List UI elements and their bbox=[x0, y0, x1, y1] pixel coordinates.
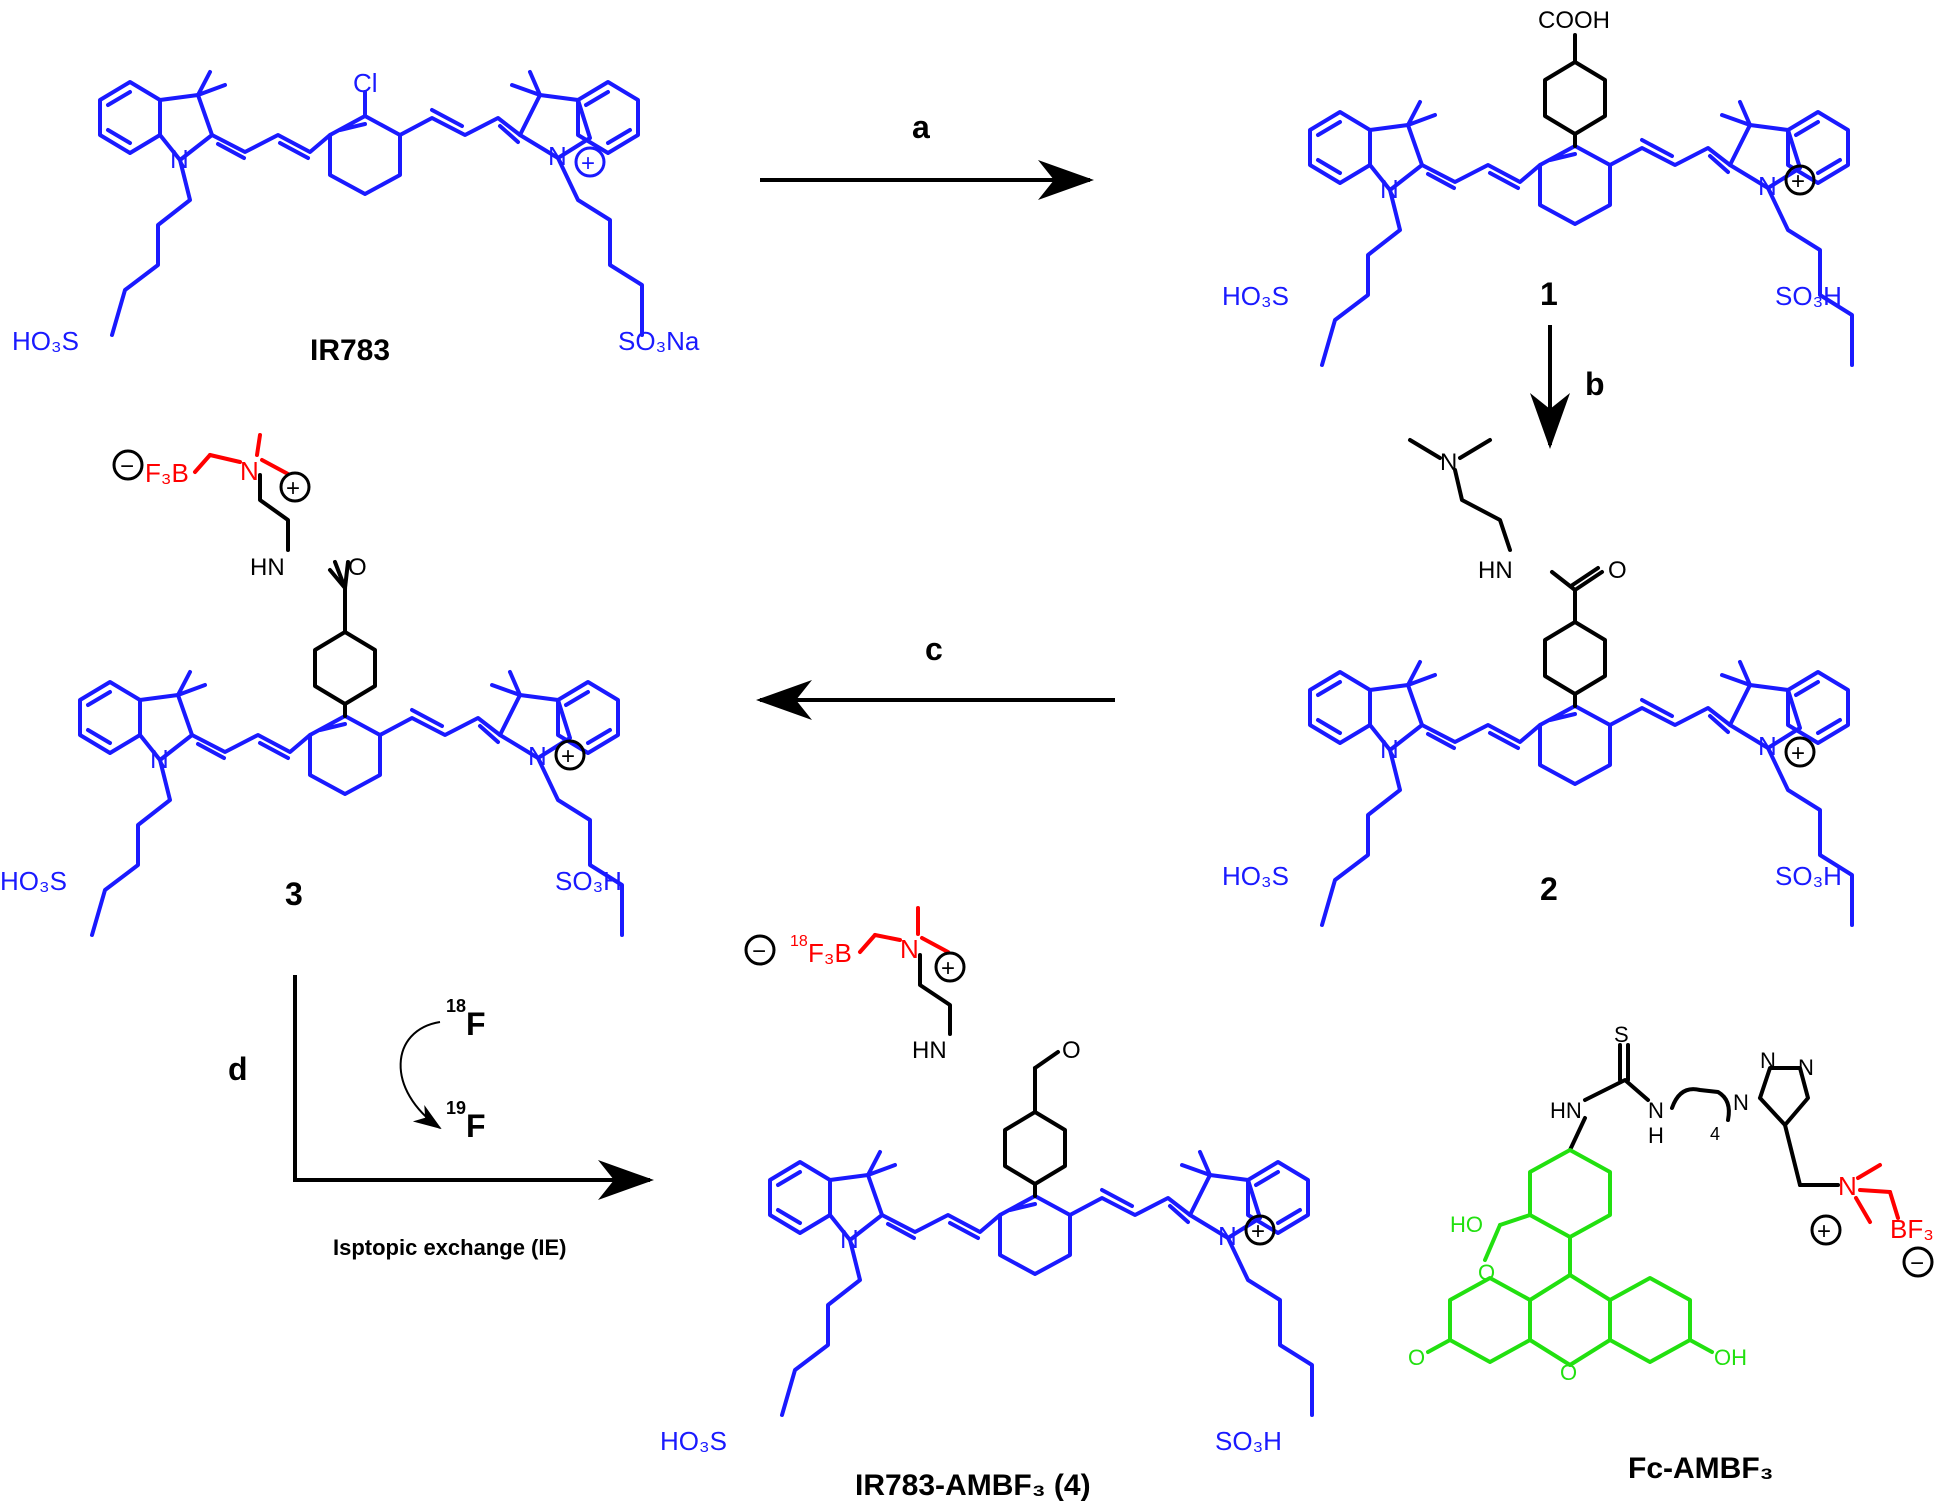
c4-n: N bbox=[900, 934, 919, 964]
svg-text:N: N bbox=[150, 744, 169, 774]
svg-text:18: 18 bbox=[446, 996, 466, 1016]
ir783-n-left: N bbox=[170, 144, 189, 174]
svg-text:SO₃H: SO₃H bbox=[1775, 861, 1842, 891]
svg-text:SO₃H: SO₃H bbox=[1775, 281, 1842, 311]
svg-text:N: N bbox=[1758, 171, 1777, 201]
svg-text:HN: HN bbox=[1550, 1098, 1582, 1123]
svg-text:HO: HO bbox=[1450, 1212, 1483, 1237]
svg-text:18: 18 bbox=[790, 933, 808, 950]
ir783-so3na: SO₃Na bbox=[618, 326, 700, 356]
svg-text:HN: HN bbox=[1478, 557, 1513, 584]
svg-text:HN: HN bbox=[912, 1037, 947, 1064]
svg-text:N: N bbox=[1758, 731, 1777, 761]
svg-text:HO₃S: HO₃S bbox=[0, 866, 67, 896]
c3-minus-charge: − bbox=[112, 449, 144, 481]
compound-2: O HN N N N + HO₃S SO₃H 2 bbox=[1222, 438, 1854, 927]
reaction-arrow-c: c bbox=[756, 631, 1115, 720]
svg-text:+: + bbox=[941, 955, 955, 982]
reaction-arrow-d: d Isptopic exchange (IE) 18 F 19 F bbox=[228, 975, 654, 1260]
c4-plus-charge: + bbox=[1244, 1214, 1276, 1246]
svg-text:OH: OH bbox=[1714, 1345, 1747, 1370]
svg-text:O: O bbox=[1560, 1360, 1577, 1385]
svg-text:HN: HN bbox=[250, 554, 285, 581]
compound-3: O HN N F₃B − + N N + HO₃S SO₃H 3 bbox=[0, 433, 624, 937]
ir783-plus-charge: + bbox=[574, 146, 606, 178]
reaction-arrow-a: a bbox=[760, 109, 1094, 200]
svg-text:4: 4 bbox=[1710, 1124, 1720, 1144]
c4-plus-n: + bbox=[934, 951, 966, 983]
isotope-exchange-label: Isptopic exchange (IE) bbox=[333, 1235, 567, 1260]
svg-text:+: + bbox=[1791, 168, 1805, 195]
c1-cooh: COOH bbox=[1538, 7, 1610, 34]
svg-text:N: N bbox=[1648, 1098, 1664, 1123]
svg-text:−: − bbox=[120, 453, 134, 480]
fc-label: Fc-AMBF₃ bbox=[1628, 1452, 1774, 1485]
compound-fc-ambf3: S HN N H 4 N N N N BF₃ + − HO O bbox=[1408, 1022, 1934, 1485]
svg-text:19: 19 bbox=[446, 1098, 466, 1118]
svg-text:b: b bbox=[1585, 366, 1605, 402]
ir783-cl: Cl bbox=[353, 68, 378, 98]
compound-ir783: Cl N N + HO₃S SO₃Na IR783 bbox=[12, 68, 700, 367]
svg-text:N: N bbox=[840, 1224, 859, 1254]
c3-plus-n: + bbox=[279, 471, 311, 503]
reaction-arrow-b: b bbox=[1530, 325, 1605, 449]
c1-plus-charge: + bbox=[1784, 164, 1816, 196]
svg-text:N: N bbox=[1798, 1055, 1814, 1080]
svg-text:+: + bbox=[286, 475, 300, 502]
svg-text:N: N bbox=[1760, 1048, 1776, 1073]
svg-text:HO₃S: HO₃S bbox=[1222, 861, 1289, 891]
fc-plus-charge: + bbox=[1810, 1214, 1842, 1246]
c2-plus-charge: + bbox=[1784, 736, 1816, 768]
svg-text:N: N bbox=[528, 741, 547, 771]
c4-minus-charge: − bbox=[744, 934, 776, 966]
svg-text:d: d bbox=[228, 1051, 248, 1087]
ir783-n-right: N bbox=[548, 141, 567, 171]
svg-text:O: O bbox=[1408, 1345, 1425, 1370]
c3-n: N bbox=[240, 456, 259, 486]
svg-text:H: H bbox=[1648, 1123, 1664, 1148]
c4-label: IR783-AMBF₃ (4) bbox=[855, 1469, 1091, 1502]
c3-plus-charge: + bbox=[554, 739, 586, 771]
svg-text:+: + bbox=[1251, 1218, 1265, 1245]
svg-text:N: N bbox=[1838, 1171, 1857, 1201]
svg-text:HO₃S: HO₃S bbox=[660, 1426, 727, 1456]
svg-text:HO₃S: HO₃S bbox=[1222, 281, 1289, 311]
svg-text:N: N bbox=[1380, 734, 1399, 764]
svg-text:N: N bbox=[1380, 174, 1399, 204]
svg-text:SO₃H: SO₃H bbox=[555, 866, 622, 896]
ir783-label: IR783 bbox=[310, 334, 390, 367]
svg-text:+: + bbox=[1817, 1218, 1831, 1245]
svg-text:O: O bbox=[1062, 1037, 1081, 1064]
svg-text:SO₃H: SO₃H bbox=[1215, 1426, 1282, 1456]
c3-f3b: F₃B bbox=[145, 458, 189, 488]
svg-text:c: c bbox=[925, 631, 943, 667]
svg-text:BF₃: BF₃ bbox=[1890, 1214, 1934, 1244]
svg-text:+: + bbox=[1791, 740, 1805, 767]
svg-text:O: O bbox=[1608, 557, 1627, 584]
svg-text:N: N bbox=[1733, 1090, 1749, 1115]
c3-label: 3 bbox=[285, 876, 303, 912]
svg-text:F: F bbox=[466, 1006, 486, 1042]
svg-text:N: N bbox=[1218, 1221, 1237, 1251]
compound-4: O HN N 18 F₃B − + N N + HO₃S SO₃H IR783-… bbox=[660, 906, 1314, 1502]
svg-text:−: − bbox=[1910, 1250, 1924, 1277]
svg-text:−: − bbox=[752, 938, 766, 965]
svg-text:a: a bbox=[912, 109, 930, 145]
svg-text:+: + bbox=[561, 743, 575, 770]
c1-label: 1 bbox=[1540, 276, 1558, 312]
svg-text:N: N bbox=[1440, 449, 1457, 476]
svg-text:S: S bbox=[1614, 1022, 1629, 1047]
compound-1: COOH N N + HO₃S SO₃H 1 bbox=[1222, 7, 1854, 367]
svg-text:O: O bbox=[348, 554, 367, 581]
ir783-so3h: HO₃S bbox=[12, 326, 79, 356]
c2-label: 2 bbox=[1540, 871, 1558, 907]
fc-minus-charge: − bbox=[1902, 1246, 1934, 1278]
svg-text:F: F bbox=[466, 1108, 486, 1144]
c4-f3b: F₃B bbox=[808, 938, 852, 968]
svg-text:+: + bbox=[581, 150, 595, 177]
